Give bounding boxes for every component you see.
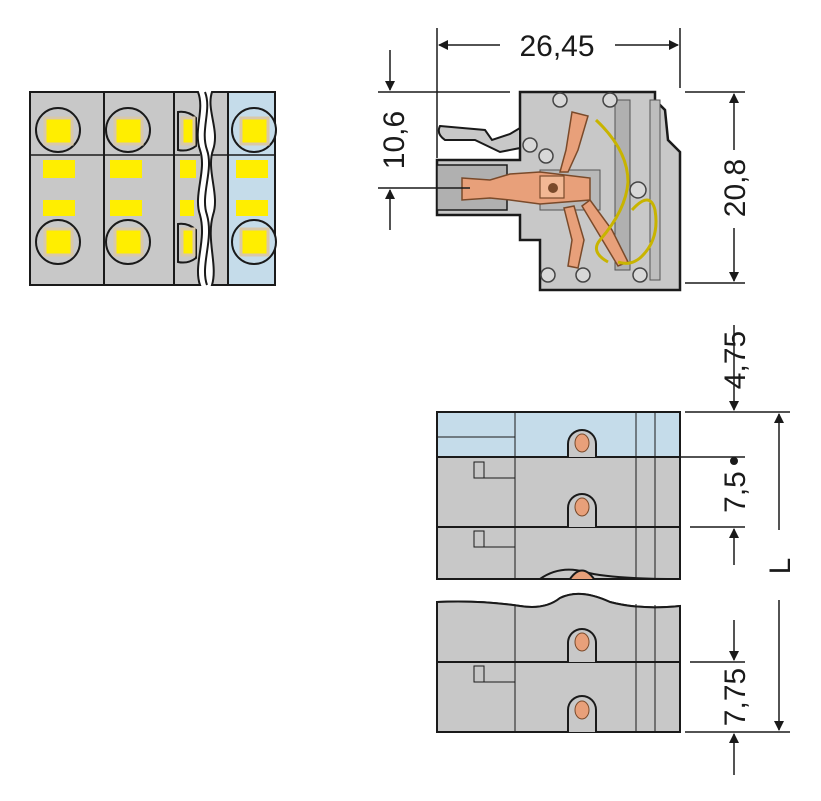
dimension-label-offset-top: 4,75 [719, 331, 752, 389]
dimension-label-total-height: 20,8 [719, 159, 752, 217]
dimension-end-offset: 7,75 [685, 620, 790, 775]
pole-section [103, 91, 175, 286]
dimension-width: 26,45 [436, 28, 681, 158]
contact-opening [556, 493, 608, 528]
contact-opening [556, 628, 608, 663]
side-view [435, 90, 682, 292]
contact-opening [556, 429, 608, 458]
top-view [29, 91, 277, 286]
end-plate-front [436, 411, 681, 458]
dimension-label-length: L [764, 558, 797, 575]
marker-top [43, 116, 74, 146]
hole [552, 92, 568, 108]
dimension-offset-top: 4,75 [685, 325, 790, 413]
dimension-label-end-offset: 7,75 [719, 668, 752, 726]
pitch-dot [730, 457, 738, 465]
break-line [203, 91, 211, 286]
contact-opening [569, 569, 595, 580]
release-lever [437, 124, 521, 154]
front-view [436, 411, 681, 733]
marker-low [43, 200, 75, 216]
marker-mid [43, 160, 75, 178]
dimension-label-entry-height: 10,6 [378, 111, 411, 169]
contact-opening [567, 695, 597, 732]
end-section [209, 91, 277, 286]
pole-section [29, 91, 105, 286]
pole-section-partial [173, 91, 204, 286]
dimension-pitch: 7,5 [600, 456, 752, 565]
dimension-label-pitch: 7,5 [719, 471, 752, 513]
dimension-total-height: 20,8 [685, 91, 752, 284]
dimension-length: L [764, 413, 797, 731]
pole-front [436, 456, 681, 528]
dimension-label-width: 26,45 [519, 30, 594, 63]
dimension-entry-height: 10,6 [378, 50, 510, 230]
clamp-spring [594, 118, 630, 264]
